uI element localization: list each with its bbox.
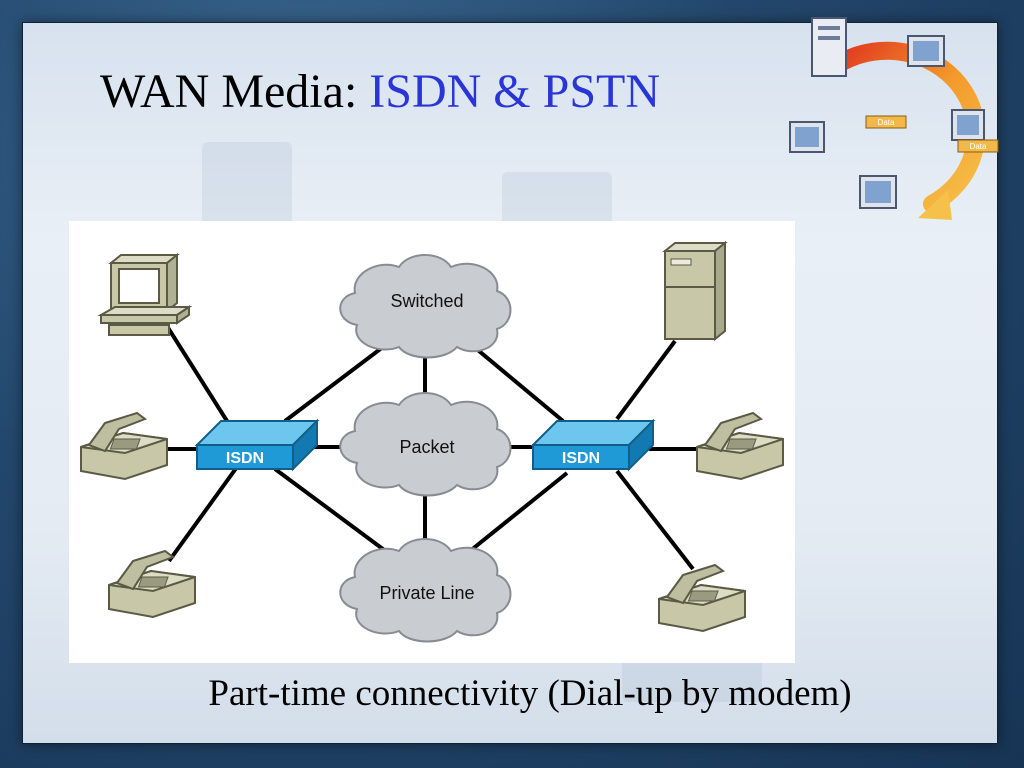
switched-cloud: Switched [339,254,512,359]
logo-server-icon [811,17,847,77]
link-computer-isdn [163,321,229,423]
slide-title: WAN Media: ISDN & PSTN [100,68,660,116]
link-phone-isdn [167,465,239,563]
logo-data-tag [865,115,907,129]
wan-diagram: Switched Packet Private Line ISDN ISDN [69,221,795,663]
private-line-cloud-label: Private Line [379,583,474,603]
server-icon [662,240,728,342]
logo-computer-icon [951,109,985,141]
private-line-cloud: Private Line [339,538,512,643]
logo-computer-icon [859,175,897,209]
switched-cloud-label: Switched [390,291,463,311]
link-isdn-switched [283,339,393,423]
computer-icon [97,252,193,336]
logo-data-tag [957,139,999,153]
logo-computer-icon [907,35,945,67]
connection-lines [163,321,699,571]
arrow-head-icon [918,190,952,220]
link-isdn-phone [615,469,695,571]
phone-icon [658,564,746,632]
logo-computer-icon [789,121,825,153]
isdn-switch-right-label: ISDN [562,450,600,467]
packet-cloud-label: Packet [399,437,454,457]
isdn-switch-right: ISDN [530,418,656,472]
phone-icon [80,412,168,480]
wan-diagram-canvas: Switched Packet Private Line ISDN ISDN [80,240,784,643]
link-isdn-private-line [273,467,393,557]
isdn-switch-left: ISDN [194,418,320,472]
network-logo: Data Data [789,17,999,220]
logo-data-tag-label: Data [878,118,895,127]
phone-icon [108,550,196,618]
ring-arrow [833,41,986,213]
packet-cloud: Packet [339,392,512,497]
link-private-line-isdn [463,471,569,557]
isdn-switch-left-label: ISDN [226,450,264,467]
title-prefix: WAN Media: [100,65,370,118]
link-switched-isdn [465,339,565,423]
logo-data-tag-label: Data [970,142,987,151]
slide-caption: Part-time connectivity (Dial-up by modem… [208,673,852,714]
phone-icon [696,412,784,480]
link-isdn-server [615,339,677,421]
title-accent: ISDN & PSTN [369,65,660,118]
